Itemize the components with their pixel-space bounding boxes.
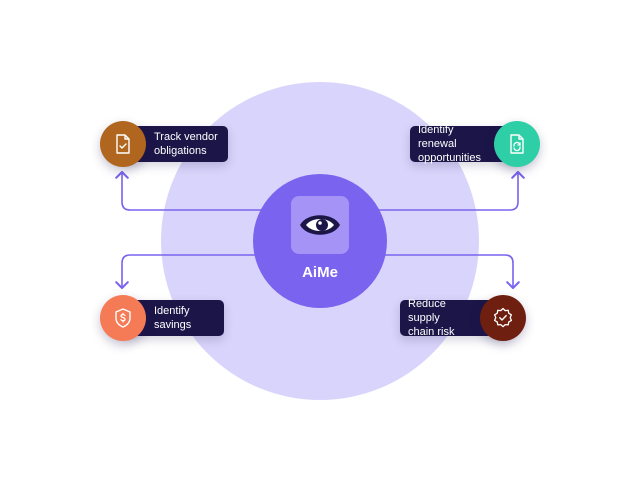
hub-label: AiMe (302, 264, 338, 281)
document-refresh-icon (510, 134, 524, 154)
reduce-risk-icon-circle (480, 295, 526, 341)
node-track-vendor-obligations: Track vendor obligations (124, 126, 228, 162)
aime-hub: AiMe (253, 174, 387, 308)
connector-identify-savings (115, 254, 263, 290)
node-label-line1: Identify renewal (418, 124, 457, 150)
document-check-icon (116, 134, 130, 154)
hub-icon-tile (291, 196, 349, 254)
node-label-line1: Reduce supply (408, 298, 446, 324)
shield-dollar-icon (115, 308, 131, 328)
node-label-line2: savings (154, 319, 192, 331)
node-label-line1: Track vendor (154, 131, 218, 143)
track-vendor-icon-circle (100, 121, 146, 167)
node-label-line2: opportunities (418, 152, 481, 164)
eye-icon (300, 215, 340, 235)
connector-identify-renewal (377, 170, 525, 211)
identify-savings-icon-circle (100, 295, 146, 341)
connector-reduce-risk (377, 254, 520, 290)
badge-check-icon (493, 307, 513, 328)
node-label-line1: Identify (154, 305, 190, 317)
node-label-line2: chain risk (408, 326, 455, 338)
identify-renewal-icon-circle (494, 121, 540, 167)
connector-track-vendor (115, 170, 263, 211)
node-label-line2: obligations (154, 145, 207, 157)
